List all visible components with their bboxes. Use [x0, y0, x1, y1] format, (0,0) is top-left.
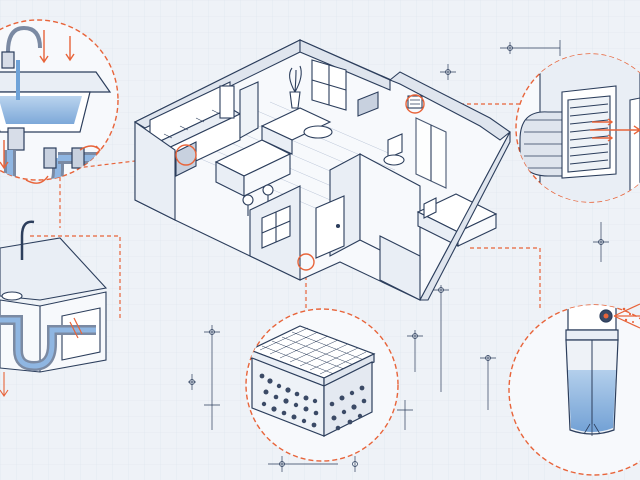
odor-absorber-detail: [245, 308, 399, 462]
sink-drain-detail: [0, 19, 119, 184]
kitchen-drain-hotspot: [175, 144, 197, 166]
air-freshener-detail: [508, 303, 640, 476]
vent-fan-detail: [515, 53, 640, 203]
hallway-absorber-hotspot: [297, 253, 315, 271]
dimension-lines: [188, 40, 609, 472]
bathroom-vent-hotspot: [405, 94, 425, 114]
house-hotspots: [175, 94, 425, 271]
house-cutaway: [133, 39, 511, 301]
bathroom-sink-cabinet: [0, 220, 108, 397]
